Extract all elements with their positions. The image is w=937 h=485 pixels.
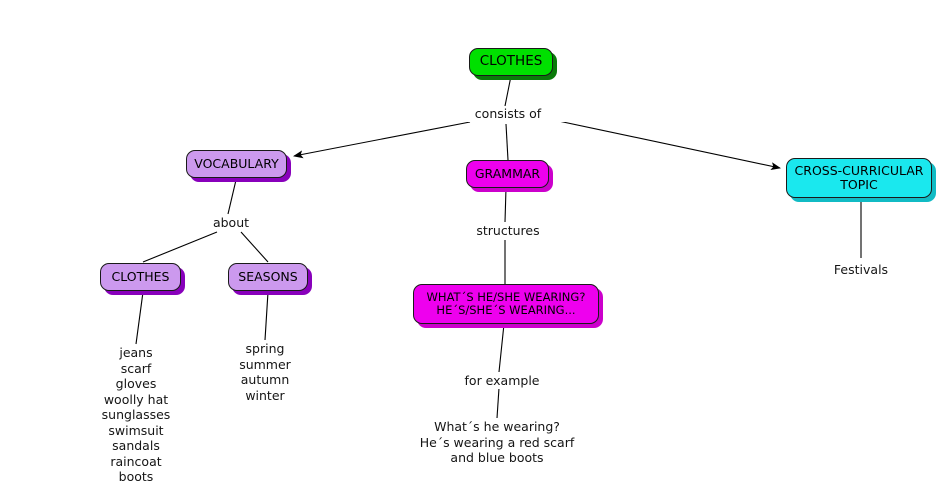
link-label-structures: structures — [440, 223, 576, 239]
edge-about-to-clothes — [142, 231, 218, 263]
node-root-clothes-label: CLOTHES — [479, 53, 543, 70]
node-grammar[interactable]: GRAMMAR — [466, 160, 549, 188]
link-label-about: about — [179, 215, 283, 231]
node-vocab-seasons[interactable]: SEASONS — [228, 263, 308, 291]
node-grammar-structures[interactable]: WHAT´S HE/SHE WEARING? HE´S/SHE´S WEARIN… — [413, 284, 599, 324]
edge-consists-to-cross-curricular — [548, 118, 781, 171]
node-vocab-seasons-label: SEASONS — [238, 269, 298, 284]
edge-seasons-to-items — [264, 291, 269, 341]
node-vocabulary[interactable]: VOCABULARY — [186, 150, 287, 178]
edge-box-to-for-example — [498, 323, 505, 373]
node-vocabulary-label: VOCABULARY — [194, 156, 279, 171]
edge-about-to-seasons — [240, 231, 269, 263]
edge-root-to-consists — [504, 75, 512, 107]
edge-for-example-to-sentences — [496, 387, 500, 419]
node-vocab-clothes[interactable]: CLOTHES — [100, 263, 181, 291]
link-label-consists-of: consists of — [440, 106, 576, 122]
leaf-clothes-items: jeans scarf gloves woolly hat sunglasses… — [101, 345, 171, 484]
edge-consists-to-vocabulary — [293, 121, 471, 159]
leaf-seasons-items: spring summer autumn winter — [239, 341, 291, 403]
node-grammar-structures-label: WHAT´S HE/SHE WEARING? HE´S/SHE´S WEARIN… — [426, 290, 586, 317]
edge-vocabulary-to-about — [227, 179, 237, 215]
node-root-clothes[interactable]: CLOTHES — [469, 48, 553, 76]
node-grammar-label: GRAMMAR — [474, 166, 541, 181]
leaf-festivals: Festivals — [833, 262, 889, 277]
node-cross-curricular-topic-label: CROSS-CURRICULAR TOPIC — [794, 163, 924, 192]
leaf-example-sentences: What´s he wearing? He´s wearing a red sc… — [419, 419, 575, 465]
edge-clothes-to-items — [135, 291, 144, 345]
edge-consists-to-grammar — [505, 123, 509, 161]
node-vocab-clothes-label: CLOTHES — [111, 269, 170, 284]
edge-grammar-to-structures — [504, 187, 507, 223]
link-label-for-example: for example — [434, 373, 570, 389]
node-cross-curricular-topic[interactable]: CROSS-CURRICULAR TOPIC — [786, 158, 932, 198]
